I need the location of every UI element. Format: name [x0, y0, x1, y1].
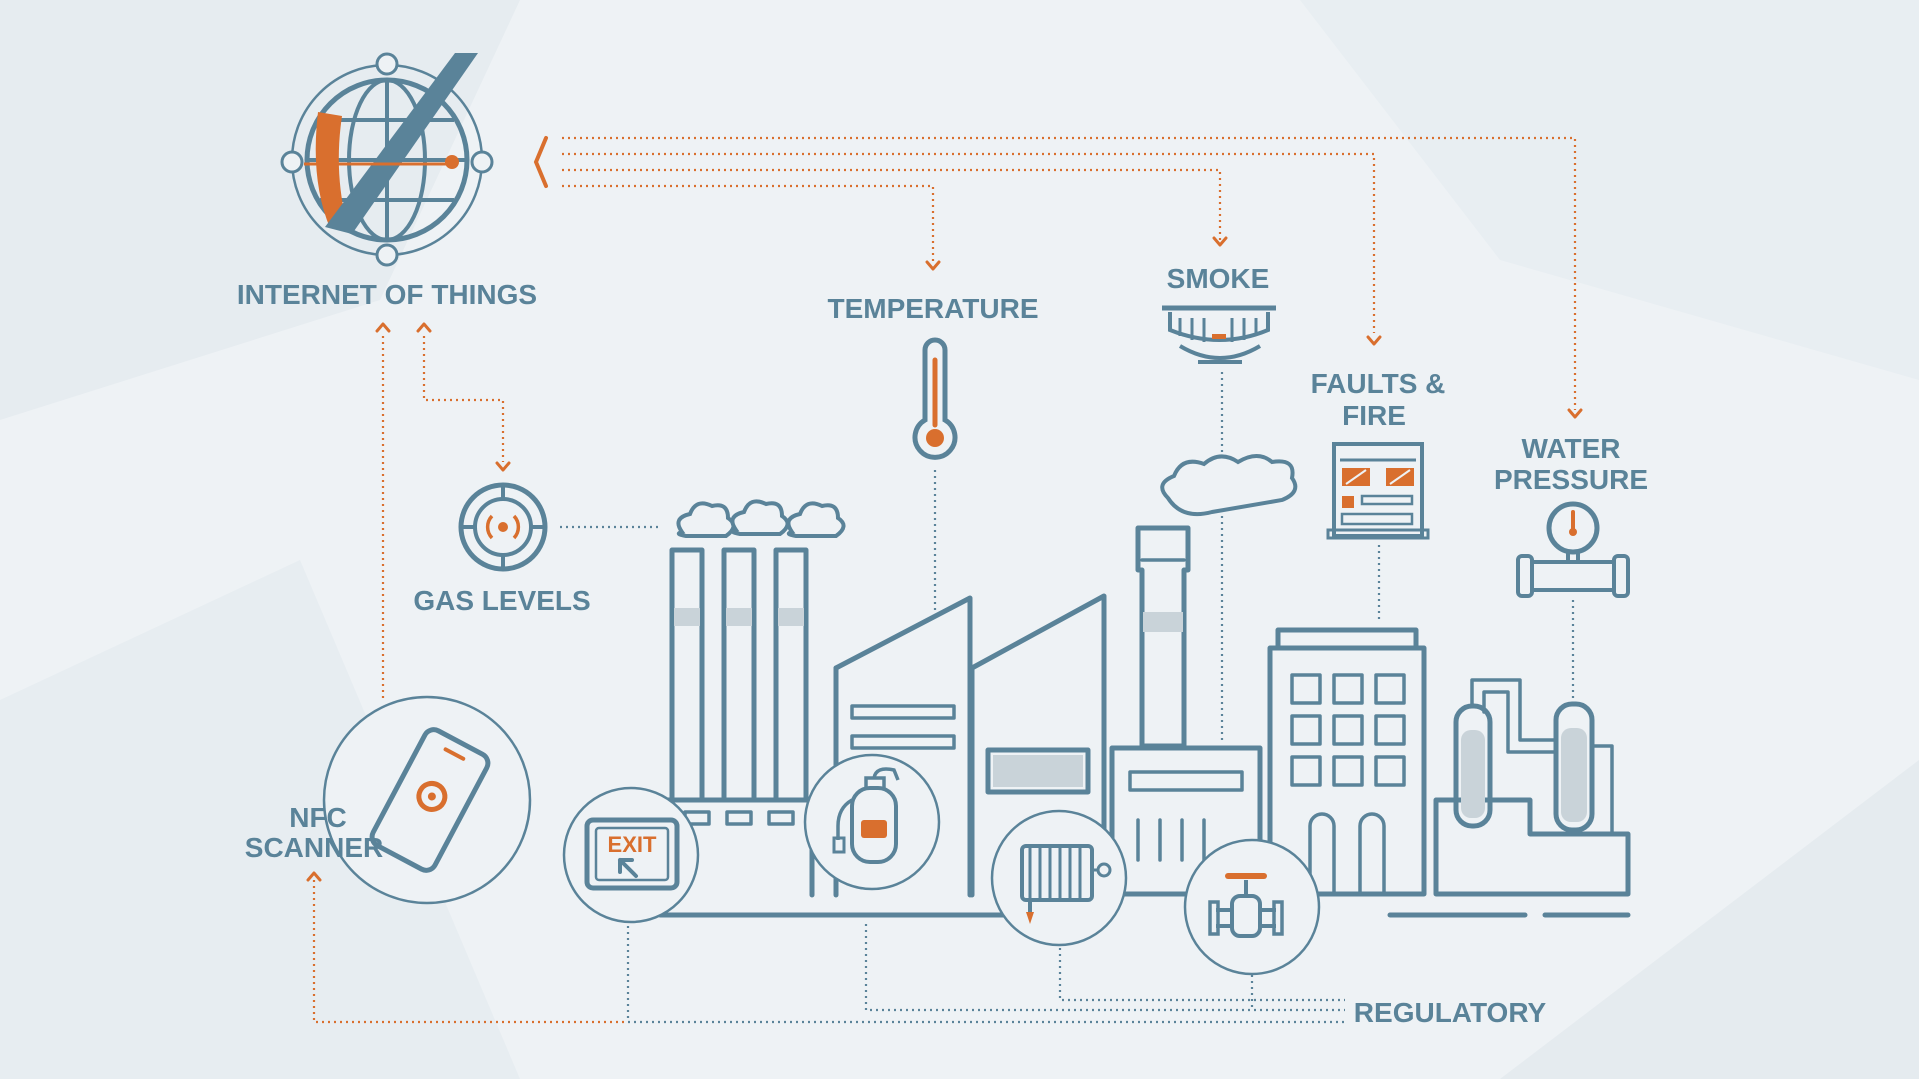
gas-sensor-icon: [458, 482, 548, 572]
iot-label: INTERNET OF THINGS: [237, 279, 537, 310]
smoke-clouds: [676, 454, 1298, 538]
link-water-pressure: [562, 136, 1577, 410]
link-temperature: [562, 184, 935, 262]
tanks: [1433, 678, 1631, 897]
nfc-label-line1: NFC: [289, 802, 347, 833]
smoke-detector-icon: [1162, 305, 1276, 364]
water-label-line2: PRESSURE: [1494, 464, 1648, 495]
chimney: [1135, 525, 1191, 749]
globe-icon: [280, 52, 494, 267]
link-gas: [422, 336, 505, 462]
bus-chevron-icon: [533, 136, 548, 188]
exit-sign-icon: EXIT: [562, 786, 700, 924]
thermometer-icon: [912, 337, 958, 460]
temperature-label: TEMPERATURE: [827, 293, 1038, 324]
faults-label-line2: FIRE: [1342, 400, 1406, 431]
fire-extinguisher-icon: [803, 753, 941, 891]
faults-label-line1: FAULTS &: [1311, 368, 1446, 399]
pressure-gauge-icon: [1516, 501, 1630, 598]
exit-sign-text: EXIT: [608, 832, 657, 857]
hose-reel-icon: [990, 809, 1128, 947]
smoke-label: SMOKE: [1167, 263, 1270, 294]
fire-panel-icon: [1326, 442, 1430, 540]
office-building: [1267, 627, 1427, 897]
regulatory-label: REGULATORY: [1354, 997, 1547, 1028]
factory-icon: [657, 454, 1631, 918]
connectors: [306, 136, 1583, 1024]
nfc-label-line2: SCANNER: [245, 832, 383, 863]
water-label-line1: WATER: [1521, 433, 1620, 464]
link-faults-fire: [562, 152, 1376, 333]
smokestacks: [662, 547, 815, 898]
gas-label: GAS LEVELS: [413, 585, 590, 616]
link-smoke: [562, 168, 1222, 240]
valve-icon: [1183, 838, 1321, 976]
phone-nfc-icon: [369, 727, 491, 873]
